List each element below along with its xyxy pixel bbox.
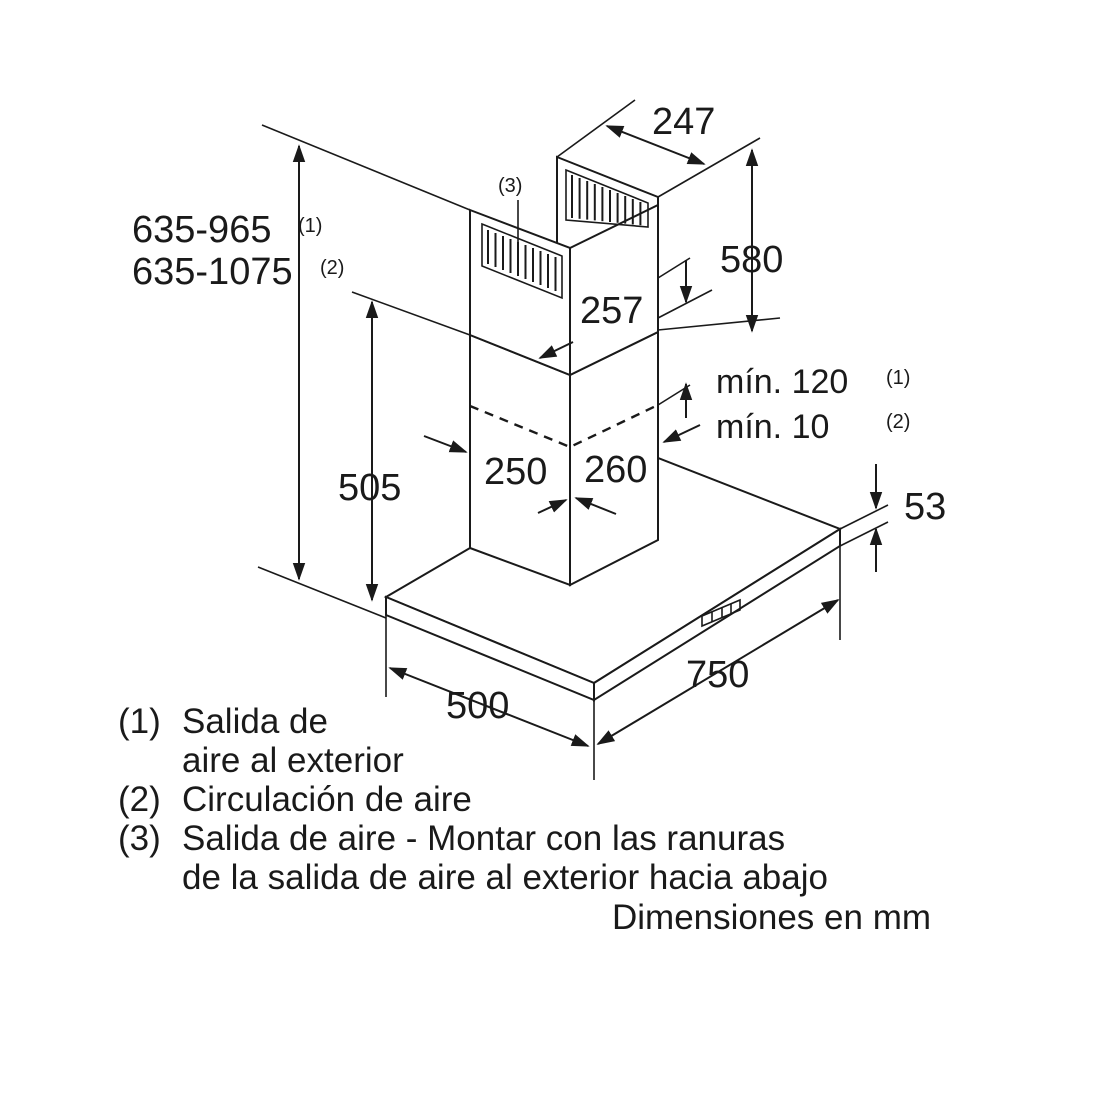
upper-depth-dimension: [605, 125, 706, 165]
legend-text: de la salida de aire al exterior hacia a…: [182, 858, 828, 897]
label-canopy-width: 750: [686, 654, 749, 696]
canopy-width-dimension: [596, 599, 840, 745]
label-upper-depth: 247: [652, 101, 715, 143]
label-height-1: 635-965: [132, 209, 271, 251]
upper-chimney-right: [569, 203, 659, 377]
legend: (1) Salida de aire al exterior (2) Circu…: [118, 702, 828, 897]
label-lower-height: 505: [338, 467, 401, 509]
legend-text: aire al exterior: [182, 741, 404, 780]
label-upper-height: 580: [720, 239, 783, 281]
legend-num: (1): [118, 702, 161, 741]
dimension-lines: [257, 99, 889, 780]
canopy-depth-dimension: [388, 667, 590, 747]
overlap-dashed-line: [469, 403, 659, 449]
dimension-labels: 635-965 (1) 635-1075 (2) (3) 247 580 257…: [132, 101, 946, 727]
label-min-gap-2-ref: (2): [886, 411, 910, 433]
label-canopy-thickness: 53: [904, 486, 946, 528]
label-height-2: 635-1075: [132, 251, 293, 293]
legend-item-1: (1) Salida de: [118, 702, 828, 741]
vent-grille-back: [565, 168, 649, 228]
upper-width-arrow: [538, 341, 574, 359]
label-vent-ref: (3): [498, 175, 522, 197]
legend-text: Salida de: [182, 702, 328, 741]
legend-item-3: (3) Salida de aire - Montar con las ranu…: [118, 819, 828, 858]
label-min-gap-2: mín. 10: [716, 408, 829, 446]
label-height-1-ref: (1): [298, 215, 322, 237]
label-lower-width: 250: [484, 451, 547, 493]
legend-text: Circulación de aire: [182, 780, 472, 819]
legend-text: Salida de aire - Montar con las ranuras: [182, 819, 786, 858]
legend-num: (3): [118, 819, 161, 858]
lower-width-arrow: [423, 435, 468, 453]
lower-depth-arrow: [537, 499, 568, 514]
legend-item-2: (2) Circulación de aire: [118, 780, 828, 819]
hood-body: [383, 155, 843, 702]
label-min-gap-1-ref: (1): [886, 367, 910, 389]
label-upper-width: 257: [580, 290, 643, 332]
label-canopy-depth: 500: [446, 685, 509, 727]
label-height-2-ref: (2): [320, 257, 344, 279]
label-min-gap-1: mín. 120: [716, 363, 848, 401]
label-lower-depth: 260: [584, 449, 647, 491]
legend-num: (2): [118, 780, 161, 819]
units-note: Dimensiones en mm: [612, 898, 931, 937]
